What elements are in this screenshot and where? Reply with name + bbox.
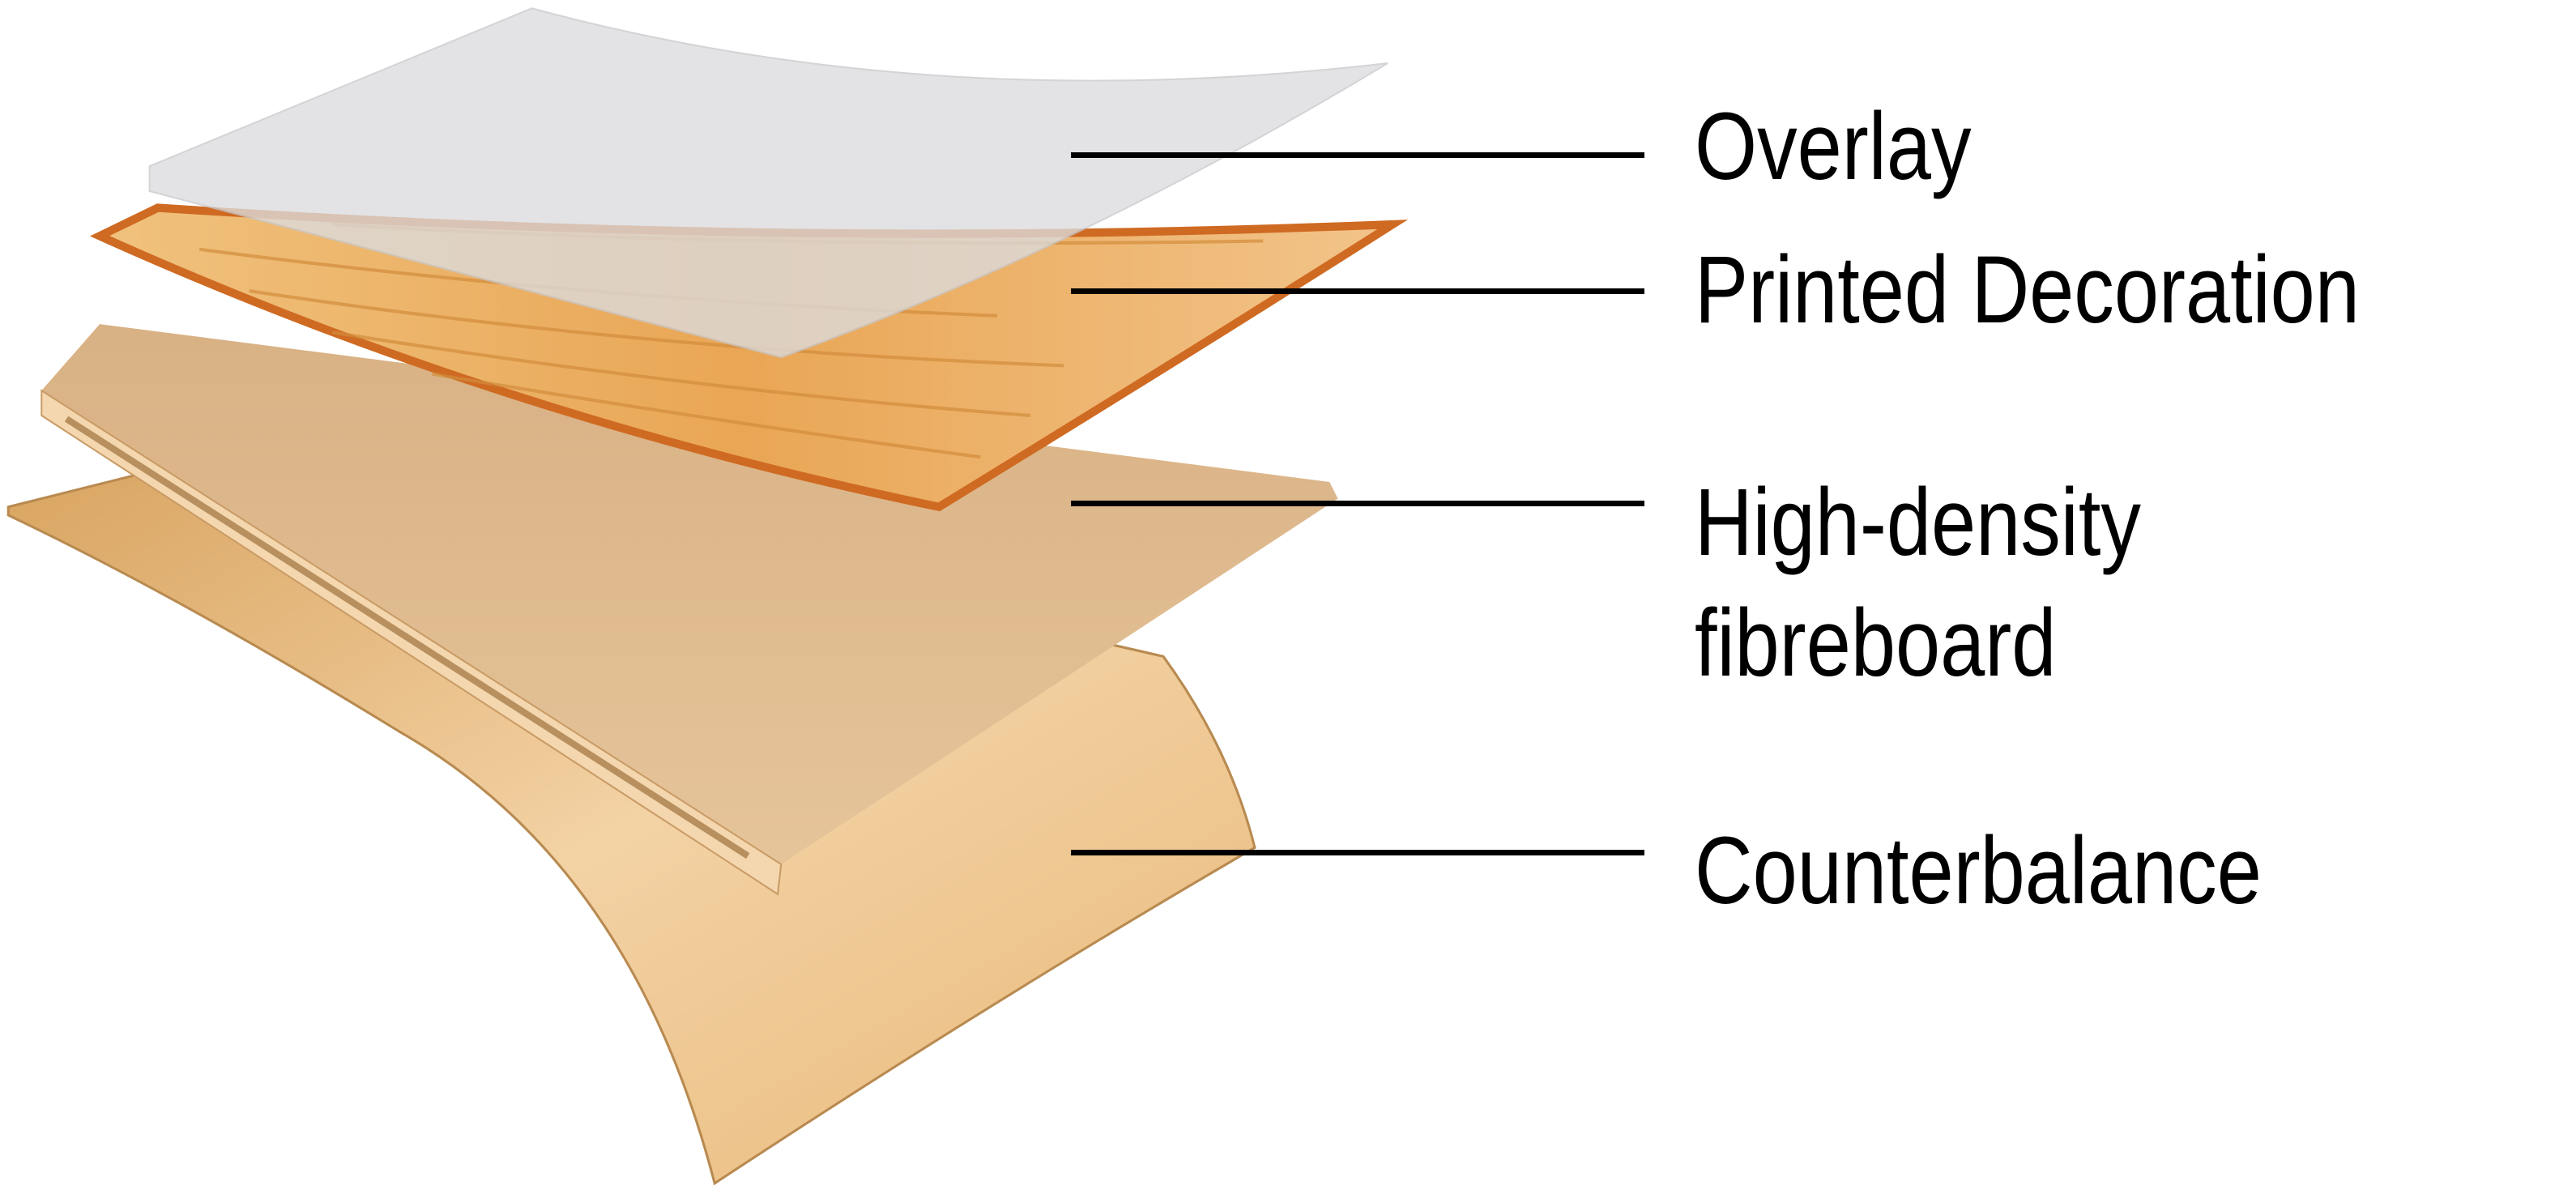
hdf-leader-line (1071, 501, 1644, 506)
printed-decoration-label: Printed Decoration (1695, 237, 2360, 343)
overlay-label: Overlay (1695, 93, 1972, 200)
hdf-groove (64, 416, 750, 859)
counterbalance-label: Counterbalance (1695, 817, 2262, 924)
printed-decoration-leader-line (1071, 288, 1644, 294)
overlay-layer (148, 7, 1388, 359)
overlay-leader-line (1071, 152, 1644, 158)
hdf-label-line2: fibreboard (1695, 590, 2057, 697)
hdf-label-line1: High-density (1695, 469, 2141, 576)
counterbalance-leader-line (1071, 850, 1644, 855)
